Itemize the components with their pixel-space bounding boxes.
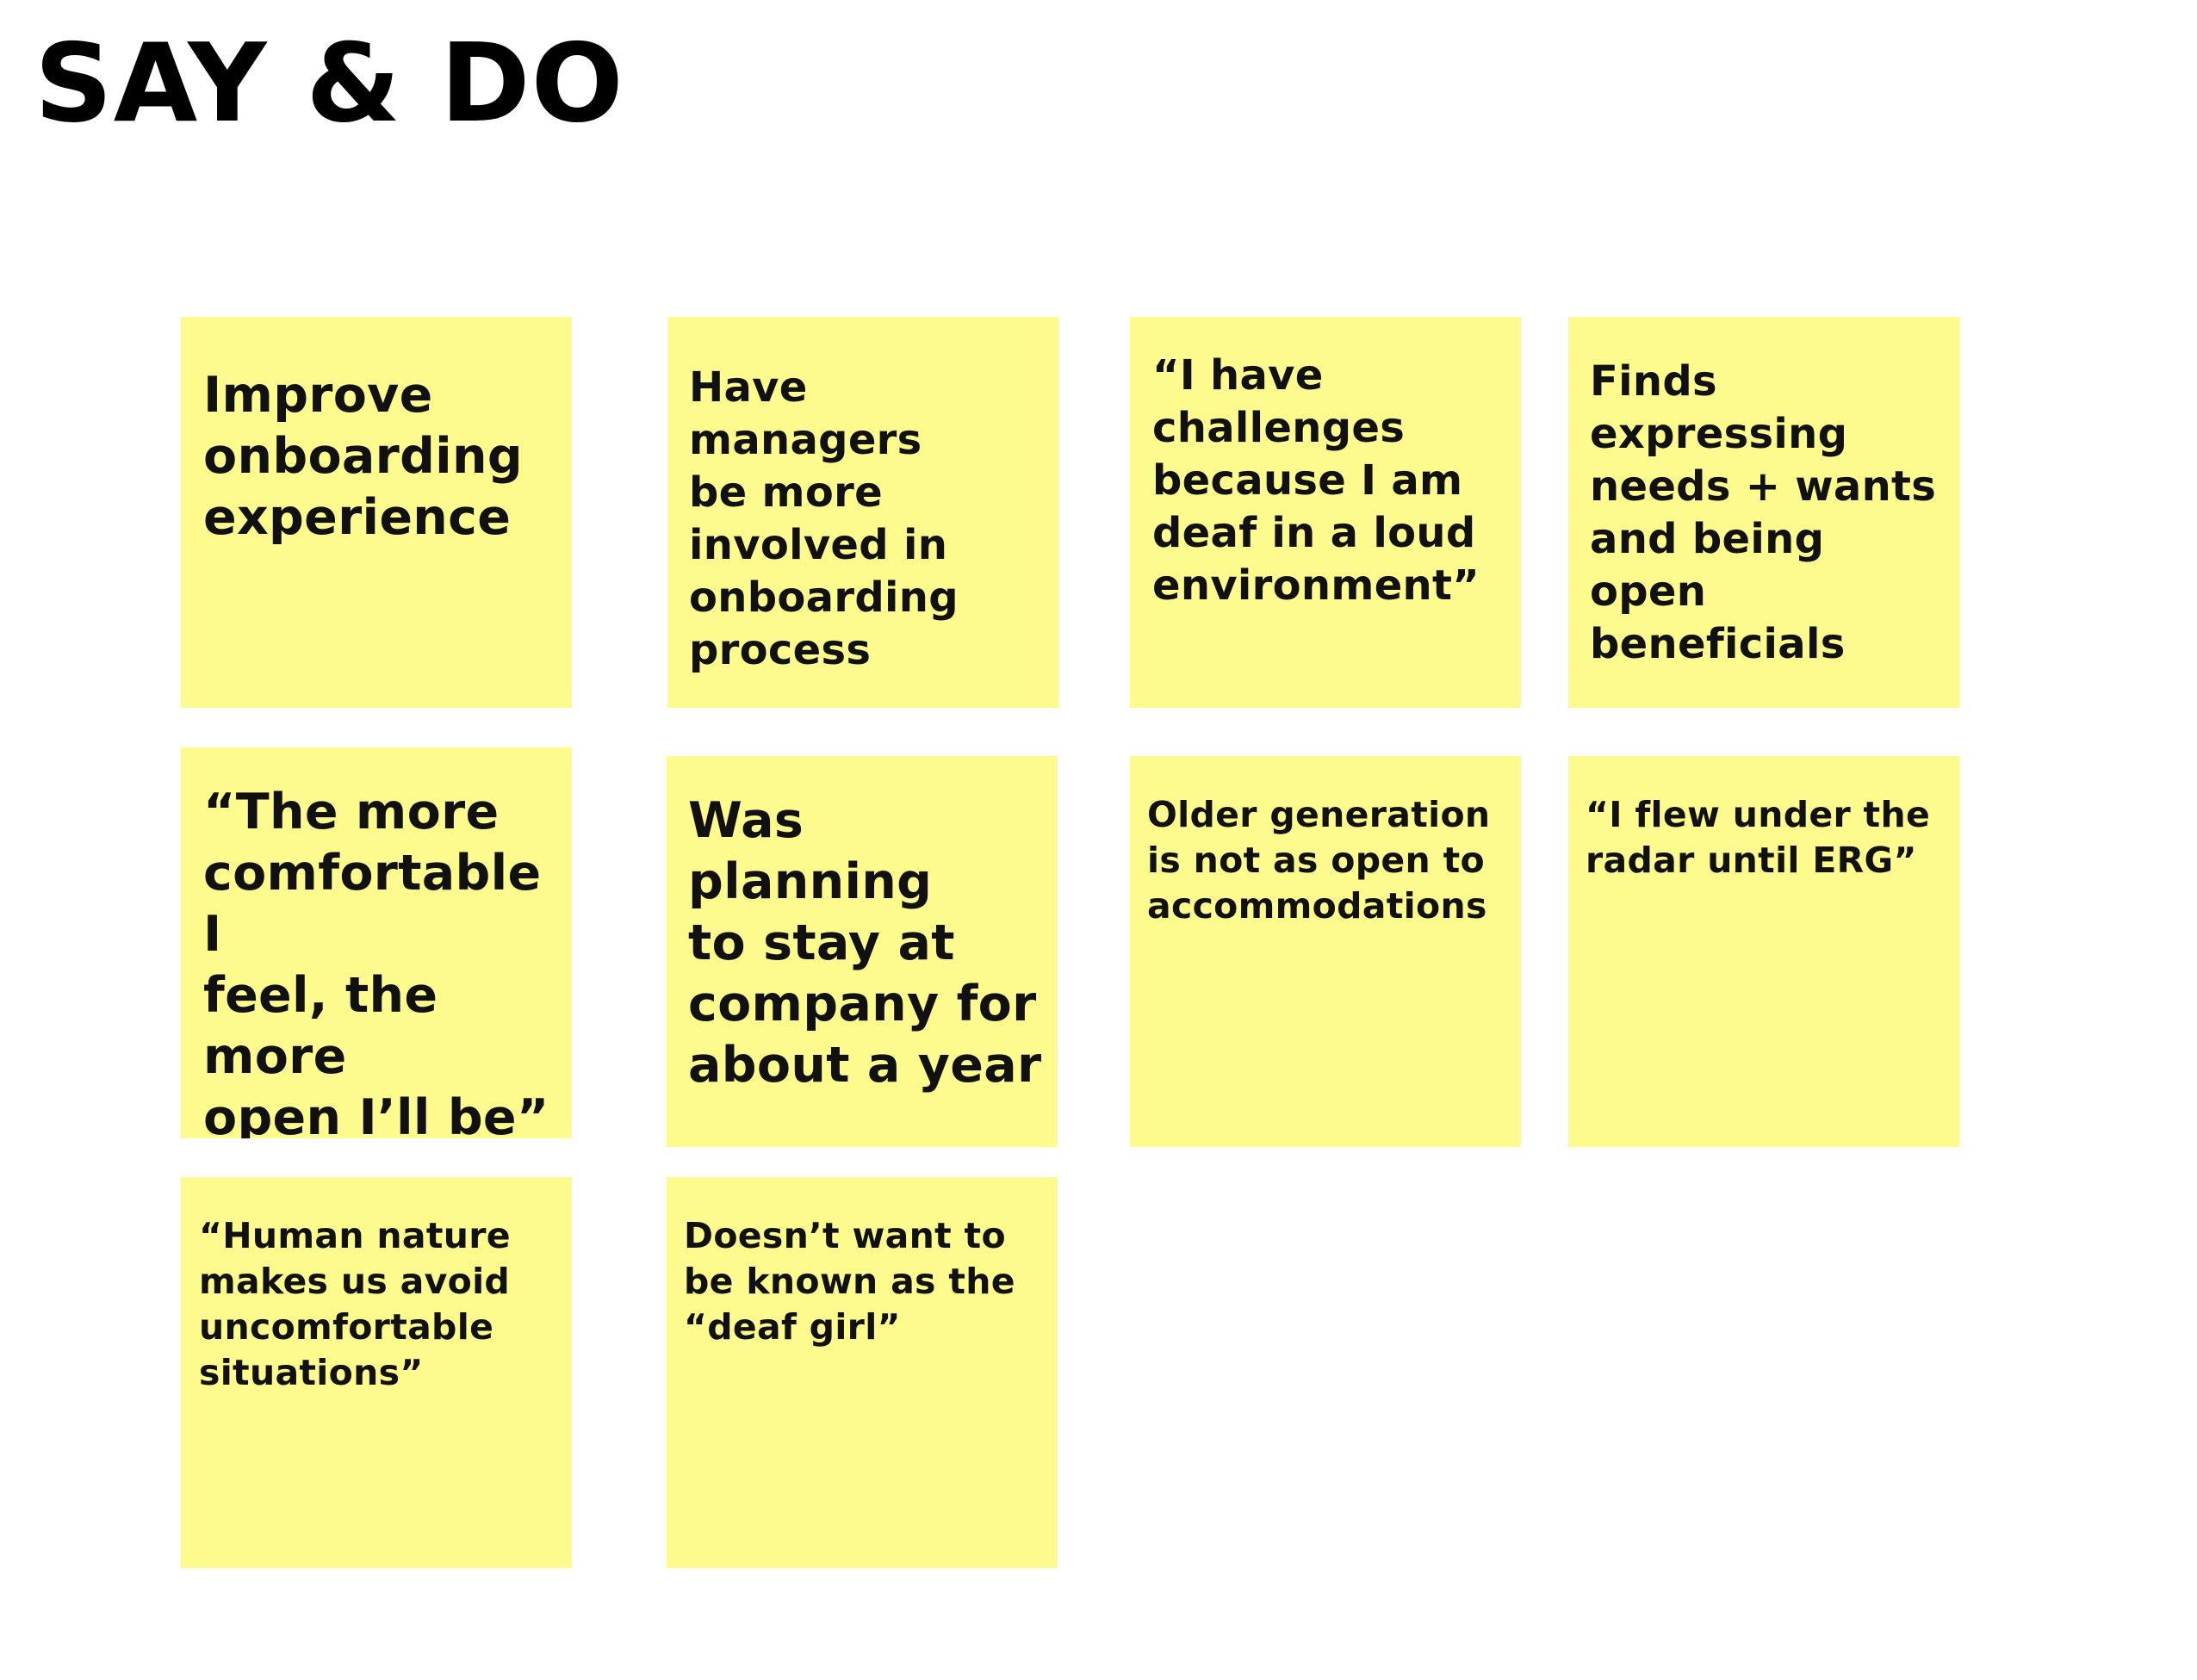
sticky-note[interactable]: “I flew under the radar until ERG” <box>1568 756 1959 1147</box>
sticky-note[interactable]: Doesn’t want to be known as the “deaf gi… <box>667 1177 1058 1568</box>
sticky-note-text: Finds expressing needs + wants and being… <box>1590 357 1937 668</box>
sticky-note-text: Was planning to stay at company for abou… <box>688 792 1042 1094</box>
page-title: SAY & DO <box>34 20 624 146</box>
sticky-note-text: “I have challenges because I am deaf in … <box>1152 351 1480 610</box>
sticky-note-text: Doesn’t want to be known as the “deaf gi… <box>684 1215 1015 1348</box>
sticky-note-text: “I flew under the radar until ERG” <box>1586 794 1931 881</box>
sticky-note[interactable]: Older generation is not as open to accom… <box>1130 756 1521 1147</box>
sticky-note[interactable]: Have managers be more involved in onboar… <box>667 317 1058 708</box>
sticky-note-text: “Human nature makes us avoid uncomfortab… <box>199 1215 511 1393</box>
sticky-note-text: Have managers be more involved in onboar… <box>689 363 959 674</box>
sticky-note-text: “The more comfortable I feel, the more o… <box>203 784 549 1138</box>
sticky-note[interactable]: “The more comfortable I feel, the more o… <box>181 747 572 1138</box>
sticky-note[interactable]: “Human nature makes us avoid uncomfortab… <box>181 1177 572 1568</box>
sticky-note[interactable]: Improve onboarding experience <box>181 317 572 708</box>
sticky-note[interactable]: Was planning to stay at company for abou… <box>667 756 1058 1147</box>
sticky-note[interactable]: Finds expressing needs + wants and being… <box>1568 317 1959 708</box>
sticky-note-text: Older generation is not as open to accom… <box>1147 794 1491 927</box>
sticky-note[interactable]: “I have challenges because I am deaf in … <box>1130 317 1521 708</box>
sticky-note-text: Improve onboarding experience <box>203 367 523 546</box>
